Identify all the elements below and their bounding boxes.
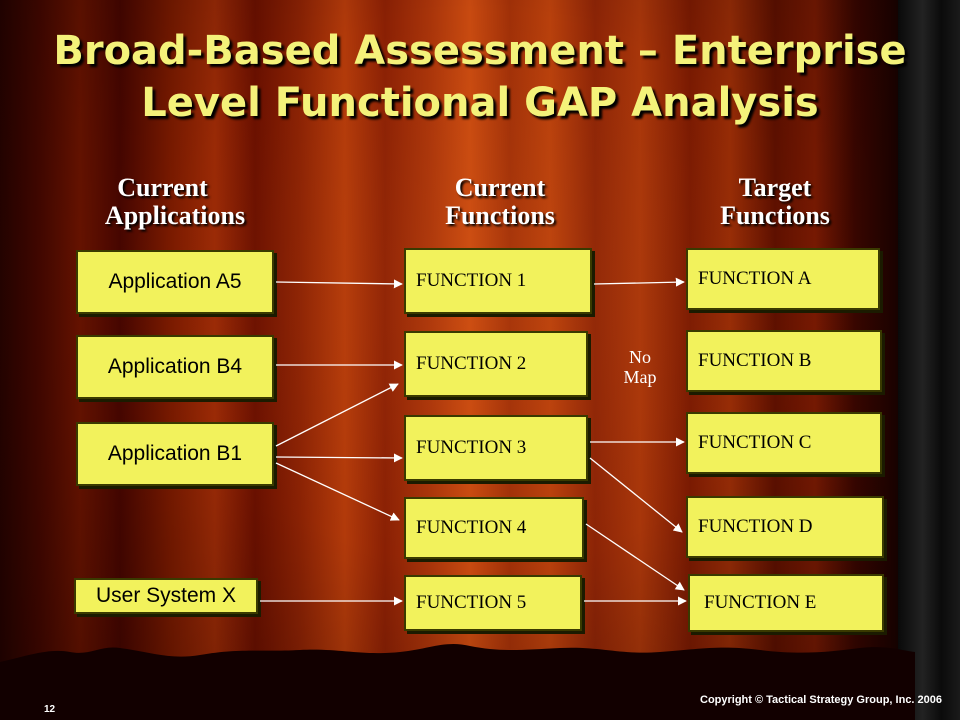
current-function-2: FUNCTION 2 — [404, 331, 588, 397]
right-curtain — [898, 0, 960, 720]
target-function-d: FUNCTION D — [686, 496, 884, 558]
arrow-function-1-to-function-a — [593, 277, 685, 287]
application-box-b1: Application B1 — [76, 422, 274, 486]
target-function-c: FUNCTION C — [686, 412, 882, 474]
application-box-a5: Application A5 — [76, 250, 274, 314]
arrow-b1-to-function-4 — [275, 462, 400, 521]
column-header-line: Functions — [445, 201, 555, 230]
current-function-4: FUNCTION 4 — [404, 497, 584, 559]
column-header-line: Current — [454, 173, 546, 202]
current-function-3: FUNCTION 3 — [404, 415, 588, 481]
stage-floor-shape — [0, 643, 915, 720]
copyright-notice: Copyright © Tactical Strategy Group, Inc… — [700, 694, 943, 706]
column-header-current-functions: Current Functions — [400, 174, 600, 230]
arrow-function-3-to-function-d — [589, 457, 683, 533]
no-map-line: No — [629, 347, 651, 367]
slide-title-line-2: Level Functional GAP Analysis — [141, 80, 819, 126]
column-header-line: Functions — [720, 201, 830, 230]
application-box-b4: Application B4 — [76, 335, 274, 399]
column-header-current-applications: Current Applications — [70, 174, 280, 230]
column-header-line: Target — [738, 173, 812, 202]
column-header-target-functions: Target Functions — [680, 174, 870, 230]
column-header-line: Applications — [104, 201, 246, 230]
arrow-b1-to-function-2 — [275, 383, 399, 447]
current-function-5: FUNCTION 5 — [404, 575, 582, 631]
target-function-a: FUNCTION A — [686, 248, 880, 310]
column-header-line: Current — [117, 173, 208, 202]
no-map-label: No Map — [612, 347, 668, 387]
slide-title-line-1: Broad-Based Assessment – Enterprise — [53, 28, 907, 74]
current-function-1: FUNCTION 1 — [404, 248, 592, 314]
application-box-user-system-x: User System X — [74, 578, 258, 614]
no-map-line: Map — [623, 367, 657, 387]
arrow-b1-to-function-3 — [275, 453, 403, 463]
target-function-e: FUNCTION E — [688, 574, 884, 632]
slide-number: 12 — [44, 704, 56, 715]
target-function-b: FUNCTION B — [686, 330, 882, 392]
arrow-a5-to-function-1 — [275, 279, 403, 289]
arrow-function-4-to-function-e — [585, 523, 685, 591]
